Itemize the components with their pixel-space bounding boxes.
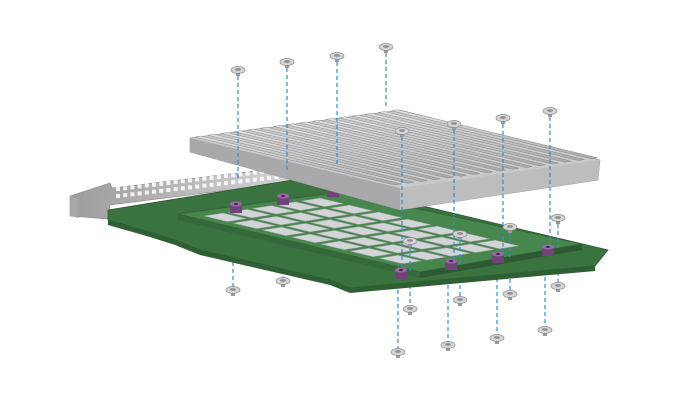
memory-chip [233, 219, 276, 229]
pcb-screw [502, 223, 518, 233]
bottom-screw [275, 277, 291, 287]
memory-chip [257, 216, 300, 226]
standoff-group [230, 185, 554, 279]
top-screw [329, 52, 345, 62]
memory-chip [344, 237, 388, 247]
memory-chip [364, 222, 407, 232]
bottom-screw [502, 290, 518, 300]
memory-chip [305, 208, 349, 218]
bottom-screw [440, 341, 456, 351]
memory-chip [374, 244, 417, 254]
bottom-screw [452, 296, 468, 306]
bottom-screw-group [225, 255, 566, 358]
heatsink [189, 109, 601, 211]
memory-chip [320, 240, 364, 250]
memory-chip [349, 247, 393, 258]
standoff [542, 244, 554, 256]
bottom-screw [390, 348, 406, 358]
bottom-screw [402, 305, 418, 315]
bottom-screw [489, 334, 505, 344]
memory-chip [393, 229, 436, 239]
memory-chip [291, 233, 334, 243]
memory-chip [203, 212, 247, 222]
memory-chip [281, 212, 325, 222]
top-screw [378, 43, 394, 53]
memory-chip [335, 215, 378, 225]
top-screw [230, 66, 246, 76]
standoff [492, 251, 504, 263]
memory-chip [315, 230, 359, 240]
memory-chip [301, 197, 344, 207]
memory-chip [379, 254, 422, 265]
pcb-screw [550, 214, 566, 224]
standoff [445, 258, 457, 270]
memory-chip [310, 219, 354, 229]
top-screw-group [230, 43, 566, 271]
memory-chip-array [203, 197, 519, 265]
bottom-screw [537, 326, 553, 336]
top-screw [394, 127, 410, 137]
bottom-screw [225, 286, 241, 296]
memory-chip [262, 226, 305, 236]
pcb-screw [402, 237, 418, 247]
memory-chip [451, 243, 495, 253]
memory-chip [476, 239, 519, 250]
top-screw [495, 114, 511, 124]
top-screw [446, 120, 462, 130]
top-screw [542, 107, 558, 117]
standoff [277, 193, 289, 205]
top-screw [279, 58, 295, 68]
pcb-screw [452, 230, 468, 240]
bottom-screw [550, 282, 566, 292]
standoff [230, 201, 242, 213]
memory-chip [330, 204, 373, 214]
memory-chip [252, 205, 295, 215]
memory-chip [403, 251, 446, 261]
memory-chip [286, 223, 330, 233]
memory-chip [340, 226, 383, 236]
memory-chip [388, 218, 432, 228]
standoff [395, 267, 407, 279]
